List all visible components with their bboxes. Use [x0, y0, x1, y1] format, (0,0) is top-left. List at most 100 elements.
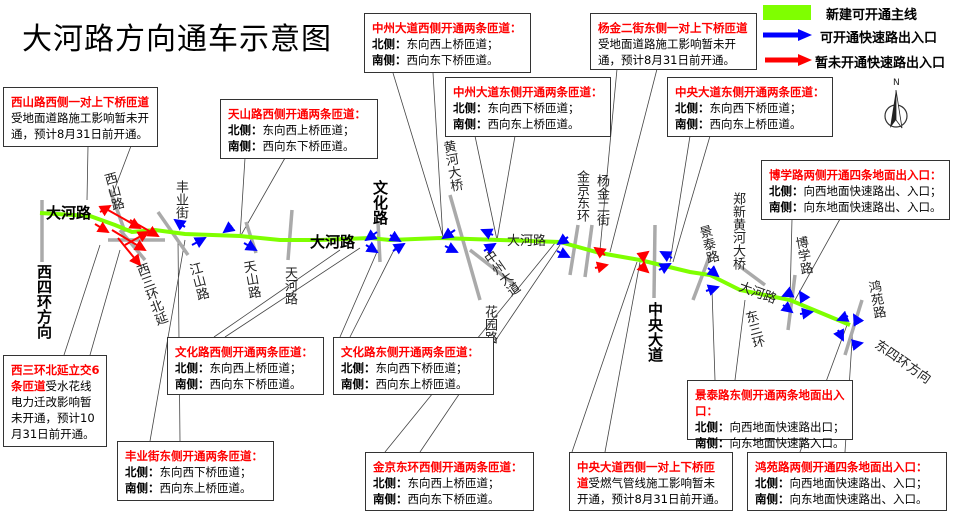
north-label: 北侧： [341, 361, 376, 375]
legend-swatches [763, 5, 812, 66]
open-ramps [173, 218, 865, 351]
callout-heading: 文化路西侧开通两条匝道： [175, 345, 313, 359]
callout-zhongzhou-west: 中州大道西侧开通两条匝道：北侧：东向西上桥匝道；南侧：西向东下桥匝道。 [364, 13, 531, 73]
south-text: 西向东上桥匝道。 [487, 117, 580, 131]
callout-yangjin-street: 杨金二街东侧一对上下桥匝道受地面道路施工影响暂未开通，预计8月31日前开通。 [590, 13, 757, 70]
south-text: 西向东下桥匝道。 [262, 139, 355, 153]
label-dahe-road-west: 大河路 [46, 204, 92, 222]
callout-jinjing-west: 金京东环西侧开通两条匝道： 北侧：东向西上桥匝道； 南侧：西向东下桥匝道。 [365, 452, 534, 511]
north-label: 北侧： [125, 465, 160, 479]
callout-west-3rd-ring: 西三环北延立交6条匝道受水花线电力迁改影响暂未开通，预计10月31日前开通。 [3, 355, 107, 447]
callout-boxue-road: 博学路两侧开通四条地面出入口： 北侧：向西地面快速路出、入口； 南侧：向东地面快速路… [761, 160, 950, 220]
callout-heading: 中州大道东侧开通两条匝道： [453, 85, 603, 99]
south-text: 向东地面快速路出、入口。 [803, 200, 942, 214]
callout-heading: 丰业街东侧开通两条匝道： [125, 449, 263, 463]
label-wenhua-road: 文化路 [371, 180, 389, 225]
closed-ramps [94, 204, 650, 274]
north-label: 北侧： [453, 101, 488, 115]
north-text: 东向西下桥匝道； [709, 101, 802, 115]
callout-zhongyang-west: 中央大道西侧一对上下桥匝道受燃气管线施工影响暂未开通，预计8月31日前开通。 [569, 452, 733, 511]
south-label: 南侧： [373, 492, 408, 506]
callout-wenhua-west: 文化路西侧开通两条匝道： 北侧：东向西上桥匝道； 南侧：西向东下桥匝道。 [167, 337, 324, 395]
south-text: 西向东上桥匝道。 [709, 117, 802, 131]
callout-pointers [63, 68, 854, 453]
callout-xishan-road: 西山路西侧一对上下桥匝道受地面道路施工影响暂未开通，预计8月31日前开通。 [3, 87, 158, 147]
south-label: 南侧： [675, 117, 710, 131]
north-text: 东向西下桥匝道； [159, 465, 252, 479]
callout-heading: 中央大道西侧一对上下桥匝道 [577, 460, 715, 490]
north-label: 北侧： [372, 37, 407, 51]
callout-zhongzhou-east: 中州大道东侧开通两条匝道： 北侧：东向西下桥匝道； 南侧：西向东上桥匝道。 [445, 77, 611, 137]
legend-open-ramp: 可开通快速路出入口 [820, 31, 938, 46]
north-text: 东向西下桥匝道； [487, 101, 580, 115]
callout-heading: 博学路两侧开通四条地面出入口： [769, 168, 942, 182]
callout-heading: 中央大道东侧开通两条匝道： [675, 85, 825, 99]
north-text: 东向西上桥匝道； [209, 361, 302, 375]
label-tianhe-road: 天河路 [282, 266, 297, 305]
north-label: 北侧： [373, 476, 408, 490]
callout-text: 受地面道路施工影响暂未开通，预计8月31日前开通。 [11, 111, 149, 141]
south-label: 南侧： [453, 117, 488, 131]
label-dahe-road-mid2: 大河路 [507, 234, 547, 249]
south-label: 南侧： [695, 436, 730, 450]
legend-new-mainline: 新建可开通主线 [826, 8, 918, 23]
callout-heading: 西山路西侧一对上下桥匝道 [11, 95, 149, 109]
label-west-4th-ring: 西四环方向 [35, 264, 53, 339]
south-text: 向东地面快速路出、入口。 [789, 492, 928, 506]
compass-icon [884, 89, 908, 129]
north-text: 东向西上桥匝道； [406, 37, 499, 51]
south-text: 西向东上桥匝道。 [375, 377, 468, 391]
callout-heading: 景泰路东侧开通两条地面出入口： [695, 388, 845, 418]
label-zhongyang-avenue: 中央大道 [646, 302, 664, 362]
south-text: 西向东下桥匝道。 [407, 492, 500, 506]
south-label: 南侧： [125, 481, 160, 495]
south-label: 南侧： [755, 492, 790, 506]
callout-heading: 天山路西侧开通两条匝道： [228, 107, 366, 121]
compass-north-label: N [893, 78, 900, 88]
north-label: 北侧： [769, 184, 804, 198]
north-label: 北侧： [228, 123, 263, 137]
south-label: 南侧： [341, 377, 376, 391]
north-text: 向西地面快速路出、入口； [789, 476, 928, 490]
callout-hongyuan-road: 鸿苑路两侧开通四条地面出入口： 北侧：向西地面快速路出、入口； 南侧：向东地面快速路… [747, 452, 947, 511]
label-zhengxin-bridge: 郑新黄河大桥 [730, 192, 745, 270]
south-label: 南侧： [228, 139, 263, 153]
label-jinjing-east-ring: 金京东环 [574, 170, 589, 222]
north-text: 向西地面快速路出口； [729, 420, 845, 434]
callout-heading: 西三环北延立交6条匝道 [11, 363, 100, 393]
page-title: 大河路方向通车示意图 [22, 22, 332, 57]
north-label: 北侧： [695, 420, 730, 434]
cross-roads [40, 189, 864, 356]
callout-wenhua-east: 文化路东侧开通两条匝道： 北侧：东向西下桥匝道； 南侧：西向东上桥匝道。 [333, 337, 494, 395]
north-text: 东向西上桥匝道； [407, 476, 500, 490]
south-text: 向东地面快速路入口。 [729, 436, 845, 450]
north-label: 北侧： [755, 476, 790, 490]
callout-text: 受燃气管线施工影响暂未开通，预计8月31日前开通。 [577, 476, 726, 506]
callout-fengye-east: 丰业街东侧开通两条匝道： 北侧：东向西下桥匝道； 南侧：西向东上桥匝道。 [117, 441, 274, 501]
south-label: 南侧： [372, 53, 407, 67]
callout-heading: 文化路东侧开通两条匝道： [341, 345, 479, 359]
callout-text: 受水花线电力迁改影响暂未开通，预计10月31日前开通。 [11, 379, 95, 441]
callout-heading: 金京东环西侧开通两条匝道： [373, 460, 523, 474]
callout-jingtai-road: 景泰路东侧开通两条地面出入口： 北侧：向西地面快速路出口； 南侧：向东地面快速路入口… [687, 380, 853, 450]
north-label: 北侧： [175, 361, 210, 375]
callout-zhongyang-east: 中央大道东侧开通两条匝道：北侧：东向西下桥匝道；南侧：西向东上桥匝道。 [667, 77, 833, 137]
callout-heading: 中州大道西侧开通两条匝道： [372, 21, 522, 35]
north-text: 东向西下桥匝道； [375, 361, 468, 375]
north-text: 东向西上桥匝道； [262, 123, 355, 137]
label-huayuan-road: 花园路 [482, 305, 497, 344]
legend-closed-ramp: 暂未开通快速路出入口 [815, 56, 946, 71]
label-yangjin-2nd-street: 杨金二街 [594, 174, 609, 226]
south-text: 西向东下桥匝道。 [209, 377, 302, 391]
label-fengye-street: 丰业街 [173, 180, 188, 219]
callout-text: 受地面道路施工影响暂未开通，预计8月31日前开通。 [598, 37, 736, 67]
south-label: 南侧： [769, 200, 804, 214]
label-dahe-road-mid: 大河路 [310, 233, 356, 251]
south-text: 西向东上桥匝道。 [159, 481, 252, 495]
north-text: 向西地面快速路出、入口； [803, 184, 942, 198]
south-label: 南侧： [175, 377, 210, 391]
callout-heading: 鸿苑路两侧开通四条地面出入口： [755, 460, 928, 474]
callout-heading: 杨金二街东侧一对上下桥匝道 [598, 21, 748, 35]
